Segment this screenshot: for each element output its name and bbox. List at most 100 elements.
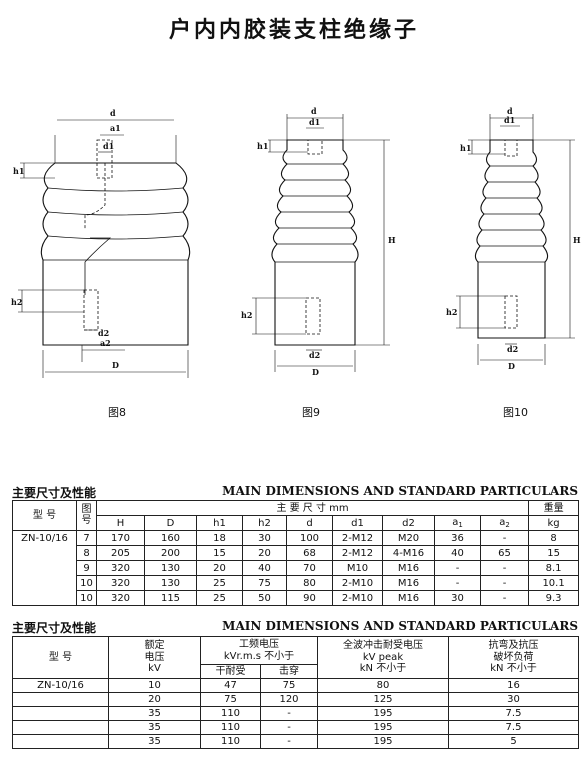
table-cell: M10 <box>332 560 383 576</box>
table-cell: 110 <box>200 734 261 749</box>
table-cell: 35 <box>108 706 201 721</box>
dim-a1: a1 <box>110 123 121 133</box>
table-cell: 195 <box>317 734 449 749</box>
dim-d: d <box>507 106 513 116</box>
col-header-a2: a2 <box>479 515 530 531</box>
table-cell: - <box>260 706 318 721</box>
table-cell: 2-M12 <box>332 545 383 561</box>
table-cell <box>12 692 109 707</box>
dim-H: H <box>388 235 396 245</box>
table-cell: 7.5 <box>448 706 579 721</box>
table-cell: 36 <box>434 530 481 546</box>
table-cell: 115 <box>144 590 197 606</box>
figure-9-drawing <box>252 114 390 372</box>
table-row: 8 205 200 15 20 68 2-M12 4-M16 40 65 15 <box>13 545 580 561</box>
table-cell: 195 <box>317 706 449 721</box>
section-header-particulars: 主要尺寸及性能 MAIN DIMENSIONS AND STANDARD PAR… <box>12 619 578 635</box>
figure-10-drawing <box>456 114 575 365</box>
col-header-a1-base: a <box>452 516 459 528</box>
table-cell: 9.3 <box>528 590 580 606</box>
col-header-power-frequency: 工频电压 kVr.m.s 不小于 <box>200 636 318 665</box>
table-row: 35 110 - 195 7.5 <box>12 720 579 735</box>
table-cell: 68 <box>286 545 333 561</box>
table-row: 35 110 - 195 5 <box>12 734 579 749</box>
section-title-en: MAIN DIMENSIONS AND STANDARD PARTICULARS <box>222 619 578 633</box>
dim-a2: a2 <box>100 338 111 348</box>
table-cell: 10 <box>76 590 97 606</box>
table-cell: M16 <box>382 575 435 591</box>
table-cell: 5 <box>448 734 579 749</box>
table-cell: 170 <box>96 530 145 546</box>
table-cell: 125 <box>317 692 449 707</box>
col-header-bending-load: 抗弯及抗压 破坏负荷 kN 不小于 <box>448 636 579 679</box>
table-cell: M16 <box>382 590 435 606</box>
col-header-h2: h2 <box>242 515 287 531</box>
dim-d1: d1 <box>504 115 515 125</box>
table-row: ZN-10/16 10 47 75 80 16 <box>12 678 579 693</box>
dim-h2: h2 <box>241 310 252 320</box>
table-row: 35 110 - 195 7.5 <box>12 706 579 721</box>
drawings: d a1 d1 h1 h2 d2 a2 D d d1 h1 <box>11 106 581 378</box>
table-cell: 100 <box>286 530 333 546</box>
table-cell: 7.5 <box>448 720 579 735</box>
table-cell: 9 <box>76 560 97 576</box>
dim-d2: d2 <box>98 328 109 338</box>
table-cell: 110 <box>200 720 261 735</box>
table-cell: - <box>479 575 530 591</box>
table-cell <box>12 734 109 749</box>
col-header-type: 型 号 <box>12 636 109 679</box>
table-cell: 120 <box>260 692 318 707</box>
dim-D: D <box>312 367 319 377</box>
col-header-weight: 重量 <box>528 500 580 516</box>
dim-d: d <box>311 106 317 116</box>
figure-8-label: 图8 <box>108 406 126 419</box>
figure-9-label: 图9 <box>302 406 320 419</box>
particulars-table: 型 号 额定 电压 kV 工频电压 kVr.m.s 不小于 全波冲击耐受电压 k… <box>12 636 579 749</box>
table-cell: 18 <box>196 530 243 546</box>
table-cell: 40 <box>242 560 287 576</box>
table-row: 20 75 120 125 30 <box>12 692 579 707</box>
dim-d2: d2 <box>309 350 320 360</box>
section-header-dimensions: 主要尺寸及性能 MAIN DIMENSIONS AND STANDARD PAR… <box>12 484 578 500</box>
col-header-h1: h1 <box>196 515 243 531</box>
table-cell: 7 <box>76 530 97 546</box>
table-cell: 47 <box>200 678 261 693</box>
dimensions-table: 型 号 图号 主 要 尺 寸 mm 重量 H D h1 h2 d d1 d2 a… <box>12 500 580 606</box>
table-cell: 8 <box>528 530 580 546</box>
table-cell: 75 <box>200 692 261 707</box>
table-cell: 70 <box>286 560 333 576</box>
table-row: 9 320 130 20 40 70 M10 M16 - - 8.1 <box>13 560 580 576</box>
table-cell: - <box>479 530 530 546</box>
dim-h1: h1 <box>460 143 471 153</box>
dim-d1: d1 <box>103 141 114 151</box>
page-title: 户内内胶装支柱绝缘子 <box>168 18 419 43</box>
table-cell: 80 <box>317 678 449 693</box>
table-cell: 130 <box>144 575 197 591</box>
table-cell: - <box>260 734 318 749</box>
table-cell <box>12 720 109 735</box>
figure-8-drawing <box>18 119 191 378</box>
table-cell: 35 <box>108 720 201 735</box>
table-cell: 200 <box>144 545 197 561</box>
table-cell: 30 <box>242 530 287 546</box>
dim-h2: h2 <box>446 307 457 317</box>
dim-h2: h2 <box>11 297 22 307</box>
table-cell: - <box>434 575 481 591</box>
col-header-puncture: 击穿 <box>260 664 318 679</box>
section-title-en: MAIN DIMENSIONS AND STANDARD PARTICULARS <box>222 484 578 498</box>
figure-8-dim-labels: d a1 d1 h1 h2 d2 a2 D <box>11 108 121 370</box>
table-cell: 2-M10 <box>332 575 383 591</box>
table-cell: 320 <box>96 560 145 576</box>
table-cell: 10 <box>76 575 97 591</box>
dim-D: D <box>112 360 119 370</box>
col-header-d: d <box>286 515 333 531</box>
table-cell: 8 <box>76 545 97 561</box>
model-cell: ZN-10/16 <box>12 678 109 693</box>
section-title-cn: 主要尺寸及性能 <box>12 621 97 635</box>
table-cell: - <box>479 590 530 606</box>
table-cell: 25 <box>196 575 243 591</box>
table-cell: 15 <box>528 545 580 561</box>
model-cell: ZN-10/16 <box>12 530 77 606</box>
table-cell: - <box>434 560 481 576</box>
table-row: 10 320 130 25 75 80 2-M10 M16 - - 10.1 <box>13 575 580 591</box>
